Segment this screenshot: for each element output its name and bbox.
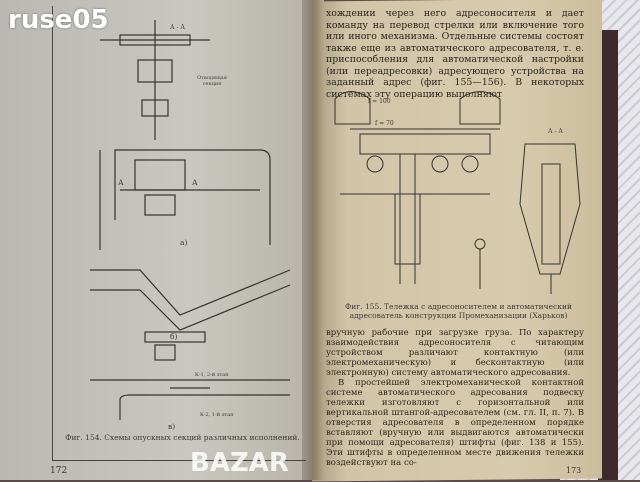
label-a2: А: [192, 178, 198, 187]
figure-154-caption: Фиг. 154. Схемы опускных секций различны…: [65, 433, 300, 442]
label-stage2: К-2, 1-й этап: [200, 412, 234, 418]
label-fig-b: б): [170, 332, 178, 341]
page-number-left: 172: [50, 466, 68, 476]
right-body: вручную рабочие при загрузке груза. По х…: [326, 328, 584, 468]
book-cover: [598, 30, 618, 480]
label-fig-a: а): [180, 238, 188, 247]
figure-155-caption: Фиг. 155. Тележка с адресоносителем и ав…: [345, 302, 572, 320]
right-body-paragraph-1: вручную рабочие при загрузке груза. По х…: [326, 328, 584, 378]
left-page: [0, 0, 318, 480]
fig155-section: А - А: [548, 128, 563, 135]
page-number-right: 173: [566, 466, 582, 475]
book-spine: [302, 0, 324, 480]
fig155-dim2: f = 70: [375, 120, 394, 127]
label-stage1: К-1, 2-й этап: [195, 372, 229, 378]
right-top-text: хождении через него адресоносителя и дае…: [326, 8, 584, 100]
figure-frame: [52, 6, 306, 461]
label-a1: А: [118, 178, 124, 187]
label-section: А - А: [170, 24, 185, 31]
watermark-ruse05: ruse05: [8, 5, 109, 35]
figure-154-diagram: [90, 20, 291, 420]
label-fig-v: в): [168, 422, 176, 431]
right-body-paragraph-2: В простейшей электромеханической контакт…: [326, 378, 584, 468]
watermark-bazar: BAZAR: [190, 448, 289, 478]
label-sensor: Отводящая секция: [197, 75, 227, 87]
fig155-dim1: f = 100: [368, 98, 391, 105]
figure-155-diagram: [334, 91, 581, 294]
